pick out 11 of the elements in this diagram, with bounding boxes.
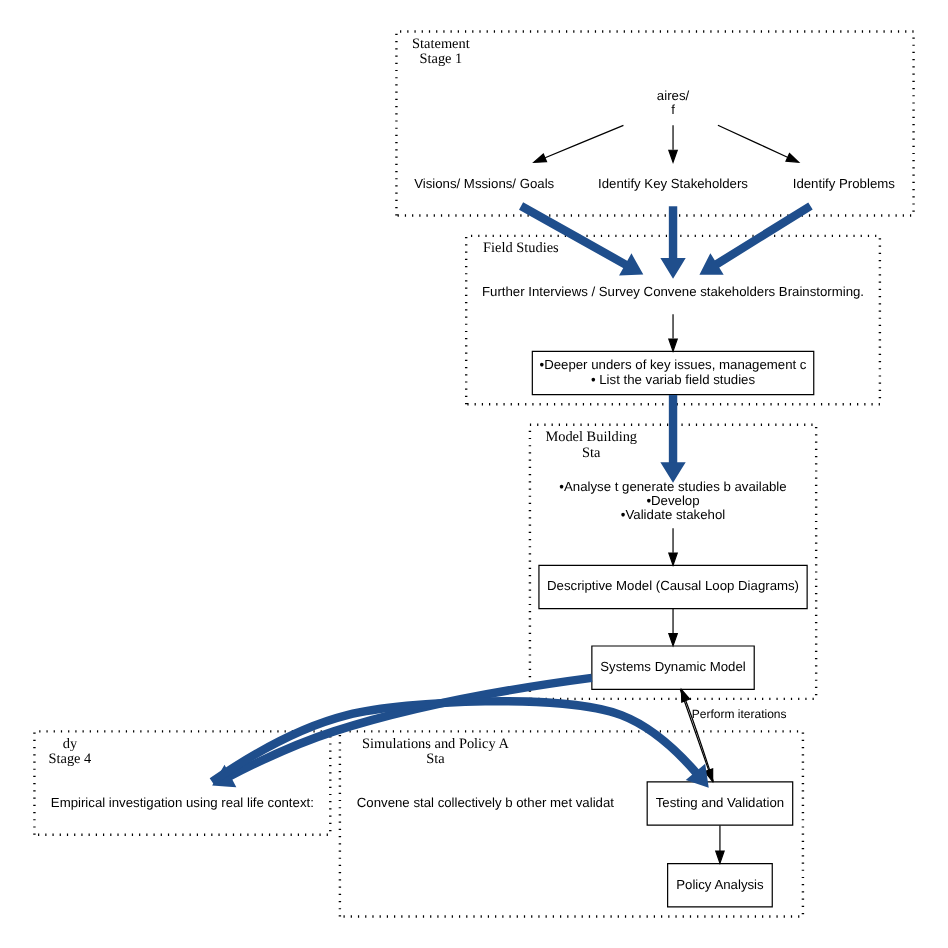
arrow [699,202,813,275]
arrow [668,313,679,353]
arrow [714,825,725,865]
arrow [668,527,679,567]
arrow [660,395,686,483]
arrow [668,124,679,165]
arrow [519,202,644,276]
arrow [532,124,625,164]
arrow [668,608,679,648]
arrow [660,206,686,279]
arrow [717,124,801,164]
